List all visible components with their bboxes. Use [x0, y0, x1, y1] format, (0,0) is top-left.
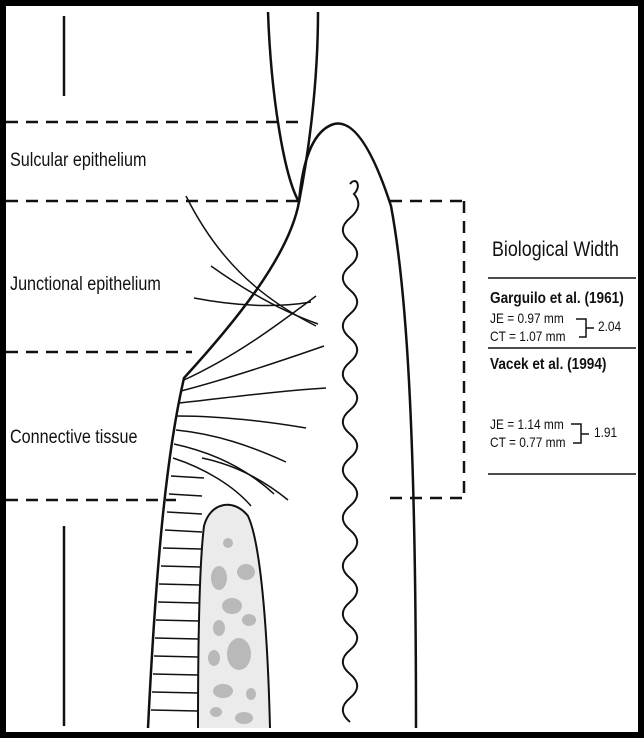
garguilo-ct-value: CT = 1.07 mm — [490, 328, 566, 344]
garguilo-je-value: JE = 0.97 mm — [490, 310, 564, 326]
study-title-vacek: Vacek et al. (1994) — [490, 356, 606, 374]
garguilo-total: 2.04 — [598, 318, 621, 334]
label-junctional-epithelium: Junctional epithelium — [10, 274, 161, 296]
figure-canvas: Sulcular epithelium Junctional epitheliu… — [6, 6, 638, 732]
garguilo-sum-bracket — [576, 319, 586, 337]
label-sulcular-epithelium: Sulcular epithelium — [10, 150, 146, 172]
vacek-ct-value: CT = 0.77 mm — [490, 434, 566, 450]
rete-ridge-line — [343, 181, 359, 722]
vacek-sum-bracket — [571, 424, 581, 443]
biological-width-bracket — [390, 201, 464, 498]
study-title-garguilo: Garguilo et al. (1961) — [490, 290, 624, 308]
vacek-total: 1.91 — [594, 424, 617, 440]
gingival-fibers — [173, 196, 326, 506]
label-connective-tissue: Connective tissue — [10, 427, 137, 449]
periodontal-ligament-fibers — [151, 476, 204, 711]
vacek-je-value: JE = 1.14 mm — [490, 416, 564, 432]
alveolar-bone — [198, 505, 270, 728]
biological-width-title: Biological Width — [492, 238, 619, 262]
